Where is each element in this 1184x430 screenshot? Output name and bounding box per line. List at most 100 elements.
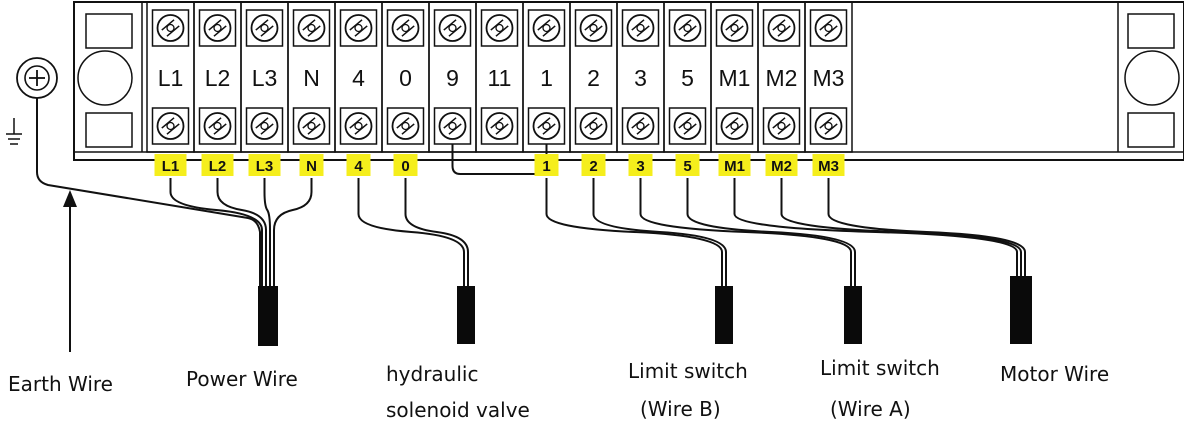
terminal-screw-bottom-9-center	[448, 121, 457, 131]
terminal-screw-top-4-center	[354, 23, 363, 33]
end-cap-left-square-bottom	[85, 112, 133, 148]
terminal-screw-bottom-M2-center	[777, 121, 786, 131]
terminal-screw-bottom-L3	[245, 107, 284, 145]
terminal-screw-top-2	[574, 9, 613, 47]
terminal-screw-bottom-L3-center	[260, 121, 269, 131]
end-cap-right-square-bottom	[1127, 112, 1175, 148]
terminal-label-3: 3	[634, 65, 647, 91]
motor-wire-conductor-M1	[733, 178, 1018, 276]
caption-solenoid-line1: hydraulic	[386, 362, 478, 386]
wire-tag-N	[299, 154, 324, 176]
terminal-label-5: 5	[681, 65, 694, 91]
hydraulic-solenoid-valve-jacket	[457, 286, 475, 344]
terminal-screw-bottom-N	[292, 107, 331, 145]
wire-tag-3	[628, 154, 653, 176]
terminal-screw-top-L3-center	[260, 23, 269, 33]
caption-limit-a-line1: Limit switch	[820, 356, 940, 380]
terminal-label-L1: L1	[158, 65, 184, 91]
terminal-screw-top-5-center	[683, 23, 692, 33]
terminal-label-11: 11	[488, 65, 512, 91]
wire-tag-L1	[154, 154, 187, 176]
terminal-screw-top-0-center	[401, 23, 410, 33]
terminal-screw-bottom-2	[574, 107, 613, 145]
wire-tag-label-5: 5	[683, 158, 691, 175]
power-wire-conductor-L2	[216, 178, 267, 286]
terminal-label-4: 4	[352, 65, 365, 91]
terminal-screw-bottom-11-center	[495, 121, 504, 131]
terminal-screw-bottom-L2-center	[213, 121, 222, 131]
terminal-screw-bottom-9	[433, 107, 472, 145]
terminal-label-9: 9	[446, 65, 459, 91]
end-cap-right-square-top	[1127, 13, 1175, 49]
terminal-screw-bottom-4	[339, 107, 378, 145]
terminal-screw-top-2-center	[589, 23, 598, 33]
terminal-screw-bottom-1	[527, 107, 566, 145]
terminal-screw-bottom-0-center	[401, 121, 410, 131]
end-cap-left-square-top	[85, 13, 133, 49]
terminal-screw-bottom-1-center	[542, 121, 551, 131]
power-wire-jacket	[258, 286, 278, 346]
terminal-screw-top-M3-center	[824, 23, 833, 33]
terminal-label-2: 2	[587, 65, 600, 91]
terminal-screw-top-M1	[715, 9, 754, 47]
terminal-screw-top-9	[433, 9, 472, 47]
wire-tag-L3	[248, 154, 281, 176]
terminal-label-M3: M3	[813, 65, 845, 91]
earth-arrow-head	[63, 190, 77, 207]
limit-switch-wire-a-conductor-5	[686, 178, 856, 286]
terminal-screw-top-N-center	[307, 23, 316, 33]
terminal-screw-bottom-L1-center	[166, 121, 175, 131]
terminal-screw-bottom-0	[386, 107, 425, 145]
terminal-screw-bottom-M1	[715, 107, 754, 145]
caption-limit-a-line2: (Wire A)	[830, 397, 911, 421]
terminal-screw-bottom-L1	[151, 107, 190, 145]
terminal-screw-bottom-3-center	[636, 121, 645, 131]
caption-motor-wire: Motor Wire	[1000, 362, 1109, 386]
terminal-screw-bottom-M3-center	[824, 121, 833, 131]
terminal-screw-top-L2	[198, 9, 237, 47]
terminal-screw-top-11-center	[495, 23, 504, 33]
terminal-screw-top-0	[386, 9, 425, 47]
ground-symbol	[6, 57, 58, 145]
terminal-label-N: N	[303, 65, 320, 91]
wire-tag-M3	[812, 154, 845, 176]
terminal-screw-top-M2-center	[777, 23, 786, 33]
wire-tag-L2	[201, 154, 234, 176]
terminal-screw-top-M3	[809, 9, 848, 47]
wire-tag-5	[675, 154, 700, 176]
limit-switch-wire-b-conductor-1	[545, 178, 723, 286]
wire-tag-4	[346, 154, 371, 176]
wire-tag-label-M1: M1	[724, 158, 745, 175]
wires-group	[169, 144, 1032, 346]
terminal-label-L3: L3	[252, 65, 278, 91]
terminal-screw-bottom-2-center	[589, 121, 598, 131]
terminal-screw-top-3	[621, 9, 660, 47]
wire-tag-1	[534, 154, 559, 176]
wire-tag-label-L3: L3	[256, 158, 274, 175]
terminal-screw-bottom-M3	[809, 107, 848, 145]
terminal-screw-top-5	[668, 9, 707, 47]
caption-solenoid-line2: solenoid valve	[386, 398, 530, 422]
wire-tag-M1	[718, 154, 751, 176]
terminal-screw-top-11	[480, 9, 519, 47]
terminal-label-1: 1	[540, 65, 553, 91]
motor-wire-jacket	[1010, 276, 1032, 344]
limit-switch-wire-b-jacket	[715, 286, 733, 344]
motor-wire-conductor-M2	[780, 178, 1022, 276]
terminal-label-M1: M1	[719, 65, 751, 91]
terminal-screw-top-L1	[151, 9, 190, 47]
terminal-screw-top-L1-center	[166, 23, 175, 33]
terminal-screw-top-L2-center	[213, 23, 222, 33]
terminal-label-L2: L2	[205, 65, 231, 91]
wire-tag-label-4: 4	[354, 158, 363, 175]
wire-tag-label-2: 2	[589, 158, 597, 175]
caption-earth-wire: Earth Wire	[8, 372, 113, 396]
wire-tag-label-0: 0	[401, 158, 409, 175]
wire-tag-label-M3: M3	[818, 158, 839, 175]
hydraulic-solenoid-valve-conductor-0	[404, 178, 469, 286]
terminal-screw-bottom-L2	[198, 107, 237, 145]
